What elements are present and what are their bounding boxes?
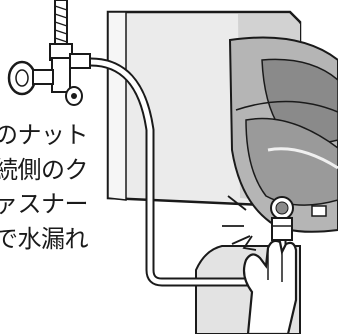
toilet-tank-side [107, 11, 127, 201]
shutoff-valve-icon [7, 43, 91, 106]
hose-connector [270, 196, 294, 241]
seat-hinge [311, 205, 327, 217]
leak-spark-icon [222, 195, 257, 251]
toilet-bowl-rim [245, 117, 338, 206]
caption-line-1: のナット [0, 121, 89, 149]
toilet-seat-edge [235, 100, 338, 113]
hand-icon [242, 239, 298, 334]
braided-pipe [54, 0, 68, 45]
instruction-caption: のナット 続側のク ァスナー で水漏れ [0, 118, 114, 256]
caption-line-2: 続側のク [0, 155, 89, 184]
caption-line-4: で水漏れ [0, 224, 89, 253]
caption-line-3: ァスナー [0, 190, 89, 218]
toilet-seat-highlight [267, 147, 338, 170]
